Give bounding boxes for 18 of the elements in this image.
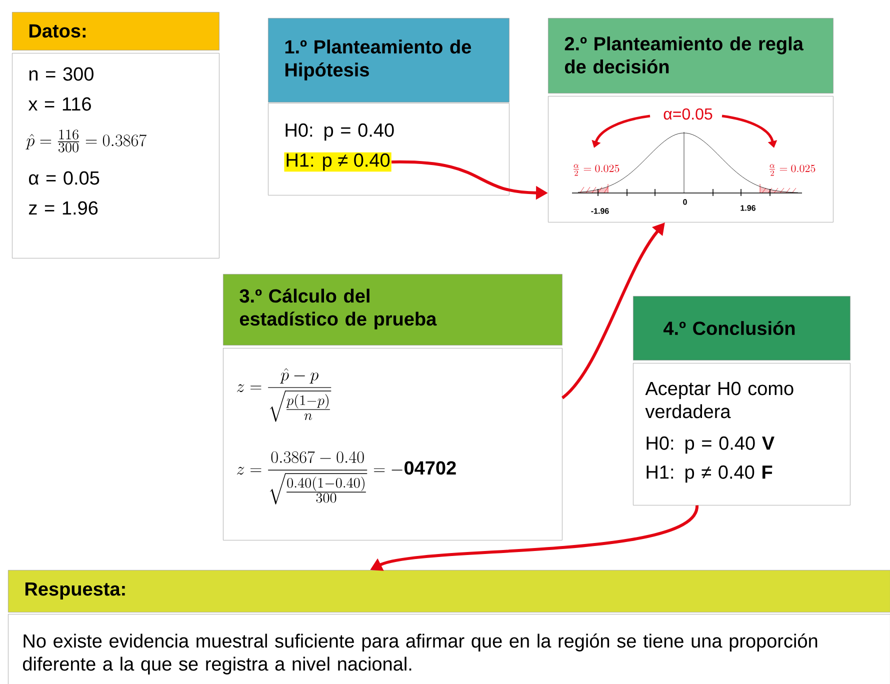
axis-label: -1.96	[591, 208, 609, 214]
axis-label: 1.96	[740, 205, 756, 211]
normal-curve-drawing	[548, 96, 834, 222]
heading-bar: Datos:	[12, 12, 220, 50]
formula-box: $z = \frac{\hat{p}-p}{\sqrt{\frac{p(1-p)}{n}}}$ $z = \frac{0.3867-0.40}{\sqrt{\frac{0.40(1-0.40)}{300}}} = \mathbf{-04702}$	[223, 348, 562, 540]
data-box: n = 300 x = 116 $\hat{p} = \frac{116}{300} = 0.3867$ α = 0.05 z = 1.96	[12, 53, 220, 258]
curve-label: $\frac{\alpha}{2} = 0.025$	[770, 164, 816, 176]
axis-label: 0	[683, 199, 687, 205]
heading-bar: 1.º Planteamiento de Hipótesis	[268, 18, 510, 102]
highlighted-text: H1: p ≠ 0.40	[284, 152, 392, 172]
conclusion-box: Aceptar H0 como verdadera H0: p = 0.40 V H1: p ≠ 0.40 F	[633, 363, 850, 506]
curve-label: $\frac{\alpha}{2} = 0.025$	[574, 164, 620, 176]
curve-label: α=0.05	[664, 108, 712, 120]
heading-bar: 2.º Planteamiento de regla de decisión	[548, 18, 834, 94]
heading-bar: 4.º Conclusión	[633, 296, 850, 360]
answer-box: No existe evidencia muestral suficiente para afirmar que en la región se tiene una proporción diferente a la que se registra a nivel nacional.	[8, 614, 890, 684]
heading-bar: Respuesta:	[8, 570, 890, 612]
heading-bar: 3.º Cálculo del estadístico de prueba	[223, 274, 562, 346]
